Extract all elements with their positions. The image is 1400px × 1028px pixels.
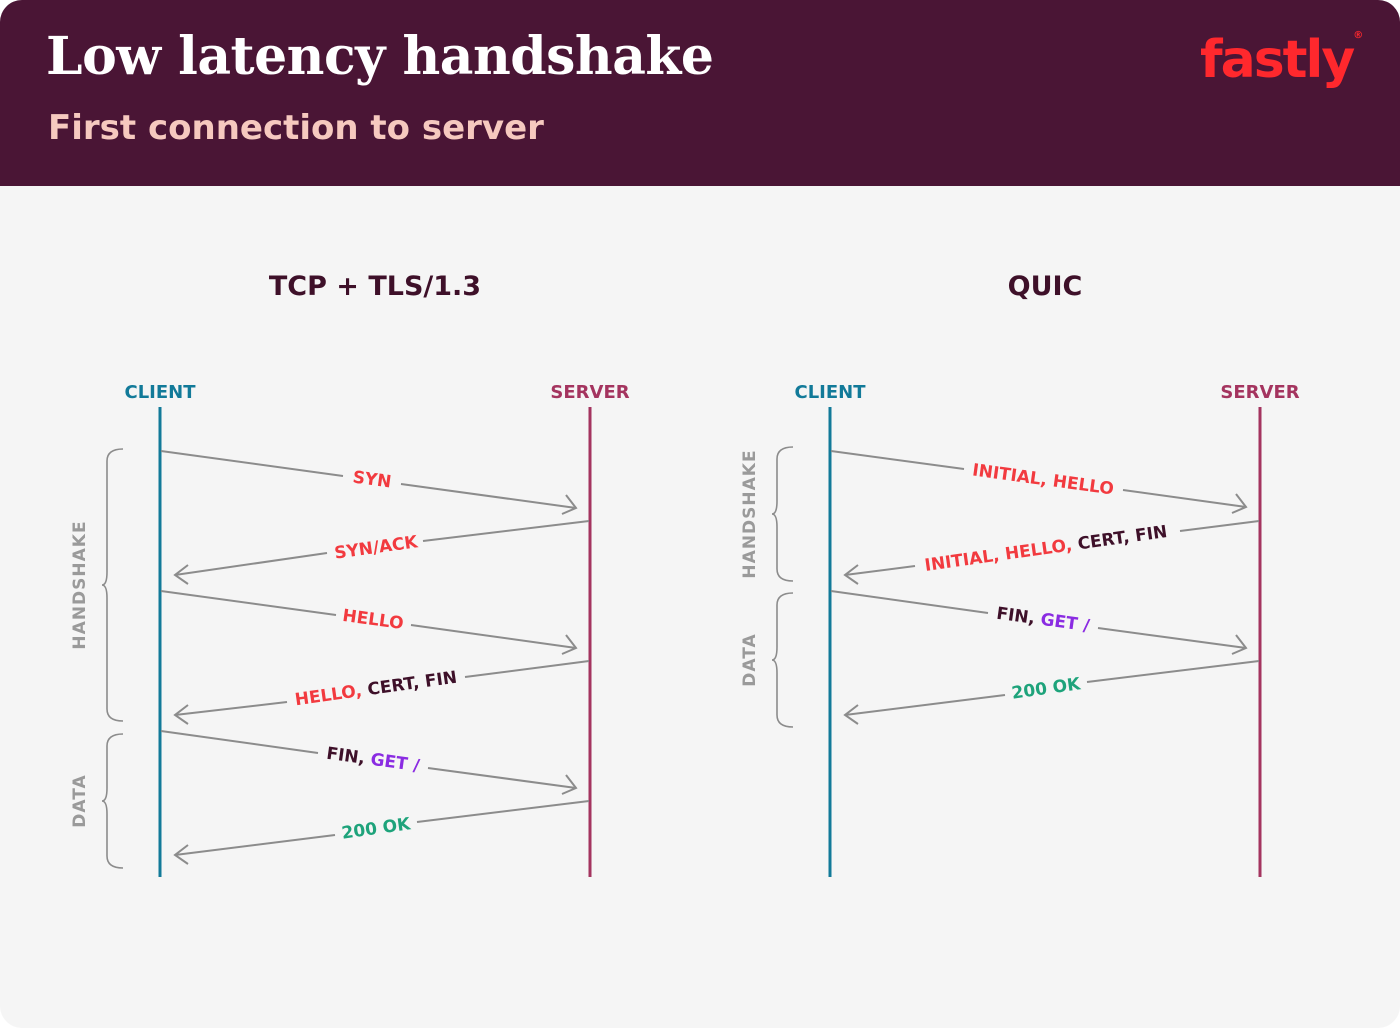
quic-arrow-initial-hello-cert-fin: INITIAL, HELLO, CERT, FIN xyxy=(843,520,1260,585)
arrow-line xyxy=(410,624,577,649)
arrow-head xyxy=(561,774,578,795)
arrow-line xyxy=(174,834,336,856)
message-label: 200 OK xyxy=(1010,674,1082,704)
arrow-line xyxy=(830,590,989,614)
tcp-data-label: DATA xyxy=(70,774,90,827)
quic-server-label: SERVER xyxy=(1220,382,1299,403)
arrow-line xyxy=(1086,660,1260,683)
tcp-diagram-title: TCP + TLS/1.3 xyxy=(269,271,481,302)
page-subtitle: First connection to server xyxy=(48,108,544,148)
arrow-line xyxy=(464,660,590,678)
message-part: FIN, xyxy=(995,604,1042,630)
tcp-arrow-fin-get: FIN, GET / xyxy=(160,730,578,795)
message-label: FIN, GET / xyxy=(995,604,1091,637)
arrow-line xyxy=(1122,489,1247,508)
quic-diagram: QUIC CLIENT SERVER HANDSHAKE DATA INITIA… xyxy=(740,271,1300,877)
arrow-line xyxy=(844,694,1006,716)
tcp-diagram: TCP + TLS/1.3 CLIENT SERVER HANDSHAKE DA… xyxy=(70,271,630,877)
arrow-line xyxy=(160,590,337,616)
arrow-head xyxy=(173,844,189,865)
quic-data-label: DATA xyxy=(740,633,760,686)
arrow-line xyxy=(174,701,288,716)
message-part: HELLO xyxy=(341,606,405,634)
message-label: FIN, GET / xyxy=(325,744,421,777)
quic-diagram-title: QUIC xyxy=(1008,271,1083,302)
message-label: HELLO xyxy=(341,606,405,634)
arrow-head xyxy=(173,564,189,585)
arrow-head xyxy=(843,564,859,585)
message-part: CERT, FIN xyxy=(366,668,458,700)
quic-handshake-label: HANDSHAKE xyxy=(740,449,760,578)
message-part: 200 OK xyxy=(340,814,412,844)
message-part: SYN/ACK xyxy=(333,532,420,564)
message-label: INITIAL, HELLO, CERT, FIN xyxy=(923,522,1168,576)
arrow-line xyxy=(160,450,344,477)
arrow-head xyxy=(1231,634,1248,655)
tcp-arrow-synack: SYN/ACK xyxy=(173,520,590,585)
arrow-line xyxy=(416,800,590,823)
logo-registered-mark: ® xyxy=(1353,30,1364,41)
logo-text: fastly xyxy=(1200,30,1355,90)
message-label: INITIAL, HELLO xyxy=(971,460,1115,499)
arrow-head xyxy=(561,494,578,515)
message-part: GET / xyxy=(1039,610,1091,637)
message-label: 200 OK xyxy=(340,814,412,844)
tcp-arrow-syn: SYN xyxy=(160,450,578,515)
tcp-arrow-200-ok: 200 OK xyxy=(173,800,590,865)
message-part: 200 OK xyxy=(1010,674,1082,704)
quic-data-brace xyxy=(771,592,794,728)
message-label: SYN/ACK xyxy=(333,532,420,564)
arrow-line xyxy=(844,565,916,576)
header-banner: Low latency handshake First connection t… xyxy=(0,0,1400,186)
arrow-line xyxy=(160,730,319,754)
quic-handshake-brace xyxy=(771,446,794,582)
arrow-line xyxy=(830,450,965,470)
arrow-head xyxy=(173,704,189,725)
arrow-head xyxy=(843,704,859,725)
arrow-head xyxy=(561,634,578,655)
quic-client-label: CLIENT xyxy=(794,382,866,403)
tcp-handshake-label: HANDSHAKE xyxy=(70,520,90,649)
tcp-handshake-brace xyxy=(101,448,124,722)
tcp-data-brace xyxy=(101,733,124,869)
arrow-head xyxy=(1231,493,1248,514)
message-label: SYN xyxy=(351,467,392,492)
arrow-line xyxy=(1179,520,1260,532)
message-part: INITIAL, HELLO xyxy=(971,460,1115,499)
message-part: SYN xyxy=(351,467,392,492)
quic-arrow-initial-hello: INITIAL, HELLO xyxy=(830,450,1248,514)
fastly-logo: fastly® xyxy=(1200,30,1363,90)
arrow-line xyxy=(174,552,328,576)
message-part: GET / xyxy=(369,750,421,777)
message-part: CERT, FIN xyxy=(1076,522,1168,554)
quic-arrow-200-ok: 200 OK xyxy=(843,660,1260,725)
message-label: HELLO, CERT, FIN xyxy=(294,668,459,711)
message-part: INITIAL, HELLO, xyxy=(923,535,1079,576)
message-part: FIN, xyxy=(325,744,372,770)
tcp-arrow-hello: HELLO xyxy=(160,590,578,655)
tcp-client-label: CLIENT xyxy=(124,382,196,403)
message-part: HELLO, xyxy=(294,680,369,710)
arrow-line xyxy=(400,483,577,509)
arrow-line xyxy=(422,520,590,542)
tcp-arrow-hello-cert-fin: HELLO, CERT, FIN xyxy=(173,660,590,725)
arrow-line xyxy=(427,767,577,789)
arrow-line xyxy=(1097,627,1247,649)
page-title: Low latency handshake xyxy=(46,26,714,87)
tcp-server-label: SERVER xyxy=(550,382,629,403)
quic-arrow-fin-get: FIN, GET / xyxy=(830,590,1248,655)
